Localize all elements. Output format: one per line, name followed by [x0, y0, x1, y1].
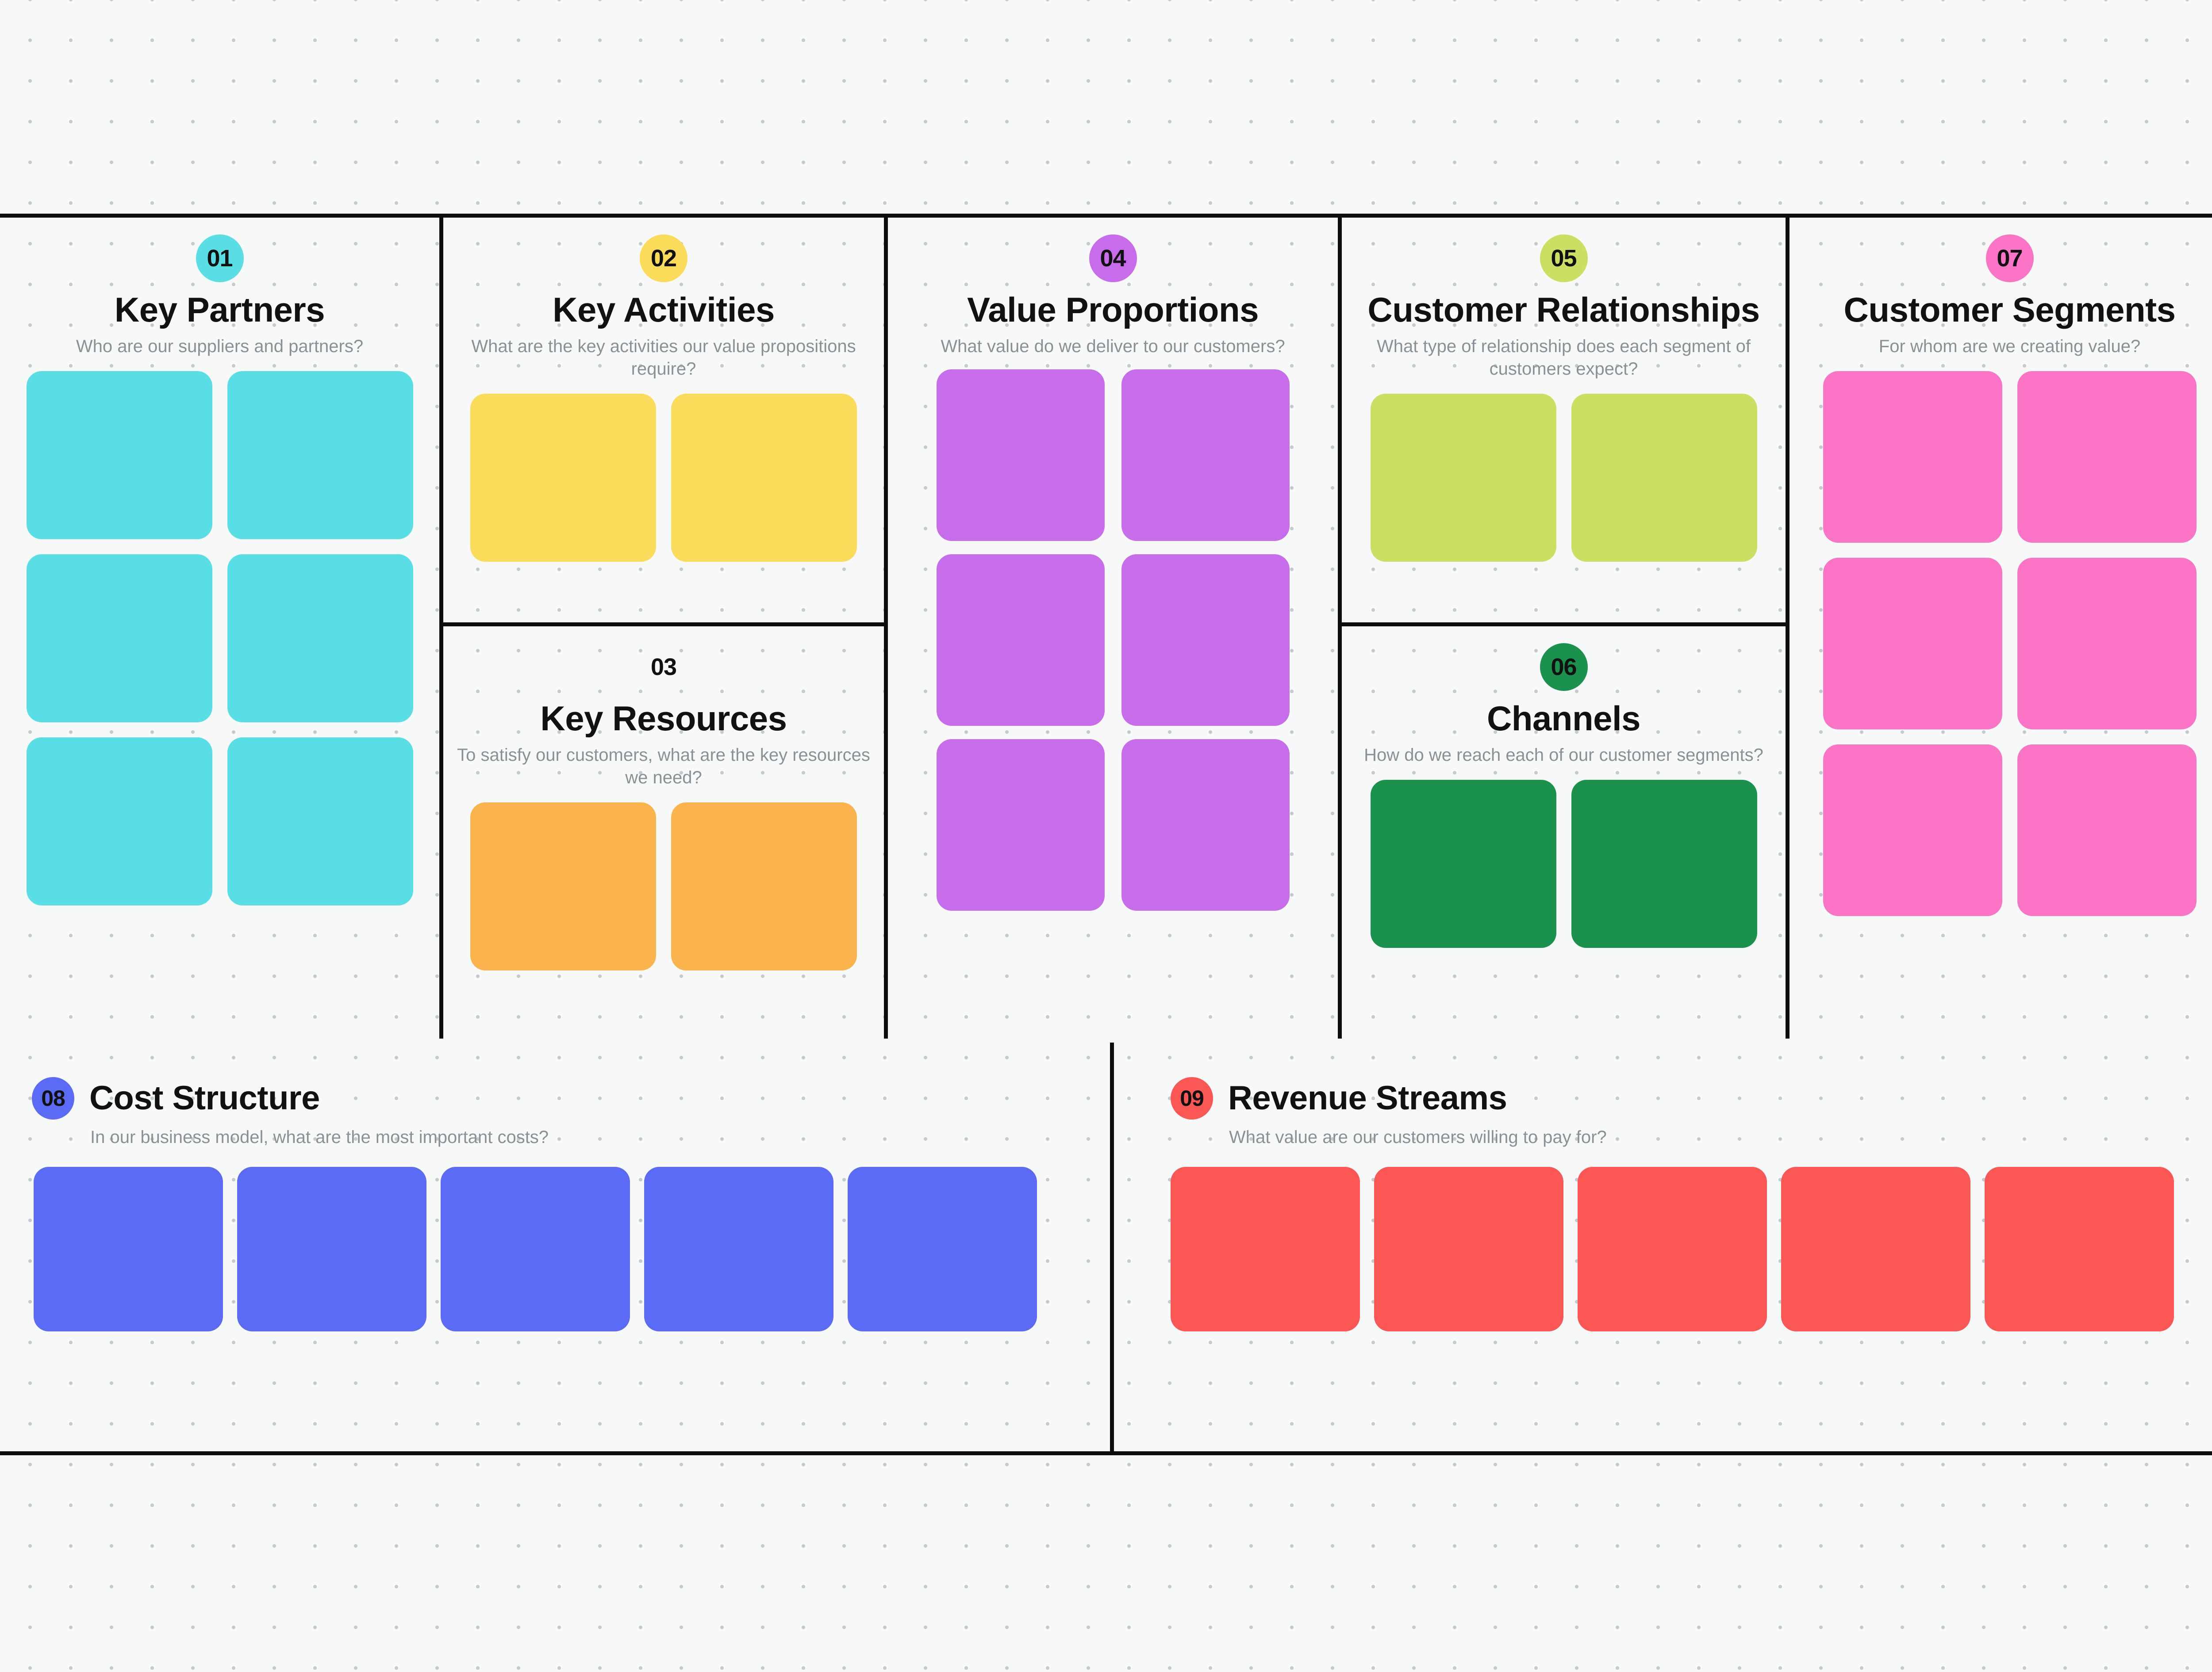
block-number-badge: 08 — [32, 1077, 74, 1120]
block-title: Customer Segments — [1843, 290, 2176, 329]
sticky-note[interactable] — [34, 1167, 223, 1331]
sticky-note-group — [443, 789, 884, 1039]
block-subtitle: How do we reach each of our customer seg… — [1364, 745, 1763, 765]
block-column-relationships-channels: 05 Customer Relationships What type of r… — [1342, 218, 1790, 1039]
sticky-note[interactable] — [644, 1167, 833, 1331]
block-title: Channels — [1486, 699, 1641, 738]
sticky-note[interactable] — [1985, 1167, 2174, 1331]
sticky-note-group — [0, 358, 439, 1039]
block-customer-segments[interactable]: 07 Customer Segments For whom are we cre… — [1790, 218, 2212, 1039]
sticky-note[interactable] — [1823, 371, 2002, 543]
block-number-badge: 05 — [1540, 234, 1588, 282]
sticky-note[interactable] — [1121, 369, 1290, 541]
block-subtitle: For whom are we creating value? — [1878, 336, 2141, 356]
sticky-note[interactable] — [26, 554, 212, 723]
sticky-note[interactable] — [227, 737, 413, 906]
sticky-note[interactable] — [2017, 558, 2197, 730]
block-number-badge: 06 — [1540, 643, 1588, 691]
sticky-note[interactable] — [26, 737, 212, 906]
sticky-note[interactable] — [936, 369, 1105, 541]
block-title: Key Partners — [114, 290, 325, 329]
sticky-note[interactable] — [26, 371, 212, 540]
block-header: 09 Revenue Streams — [1171, 1077, 2212, 1120]
block-key-activities[interactable]: 02 Key Activities What are the key activ… — [443, 218, 884, 626]
sticky-note[interactable] — [1370, 394, 1556, 562]
sticky-note[interactable] — [237, 1167, 426, 1331]
block-header: 08 Cost Structure — [32, 1077, 1110, 1120]
block-subtitle: What are the key activities our value pr… — [471, 336, 856, 379]
block-column-activities-resources: 02 Key Activities What are the key activ… — [443, 218, 888, 1039]
sticky-note-group — [888, 358, 1338, 1039]
sticky-note[interactable] — [1578, 1167, 1767, 1331]
sticky-note[interactable] — [1171, 1167, 1360, 1331]
block-number-badge: 09 — [1171, 1077, 1213, 1120]
sticky-note[interactable] — [1121, 739, 1290, 911]
sticky-note[interactable] — [1370, 780, 1556, 948]
block-header: 03 Key Resources To satisfy our customer… — [443, 626, 884, 789]
sticky-note[interactable] — [1121, 554, 1290, 726]
sticky-note-group — [1342, 380, 1786, 622]
block-subtitle: What value are our customers willing to … — [1229, 1127, 1607, 1147]
block-subtitle: In our business model, what are the most… — [90, 1127, 549, 1147]
sticky-note[interactable] — [671, 802, 857, 971]
block-header: 02 Key Activities What are the key activ… — [443, 218, 884, 380]
sticky-note[interactable] — [2017, 371, 2197, 543]
block-channels[interactable]: 06 Channels How do we reach each of our … — [1342, 626, 1786, 1039]
block-title: Customer Relationships — [1367, 290, 1760, 329]
sticky-note[interactable] — [936, 554, 1105, 726]
sticky-note[interactable] — [470, 394, 656, 562]
sticky-note-group — [1171, 1167, 2212, 1331]
canvas-upper-row: 01 Key Partners Who are our suppliers an… — [0, 218, 2212, 1039]
block-revenue-streams[interactable]: 09 Revenue Streams What value are our cu… — [1114, 1043, 2212, 1455]
block-header: 05 Customer Relationships What type of r… — [1342, 218, 1786, 380]
block-header: 04 Value Proportions What value do we de… — [888, 218, 1338, 358]
sticky-note[interactable] — [2017, 744, 2197, 917]
block-number-badge: 02 — [640, 234, 687, 282]
sticky-note[interactable] — [936, 739, 1105, 911]
block-title: Key Resources — [540, 699, 787, 738]
block-header: 07 Customer Segments For whom are we cre… — [1790, 218, 2212, 358]
canvas-lower-row: 08 Cost Structure In our business model,… — [0, 1043, 2212, 1455]
block-value-proportions[interactable]: 04 Value Proportions What value do we de… — [888, 218, 1342, 1039]
block-key-partners[interactable]: 01 Key Partners Who are our suppliers an… — [0, 218, 443, 1039]
sticky-note[interactable] — [227, 554, 413, 723]
block-number-badge: 01 — [196, 234, 244, 282]
block-header: 06 Channels How do we reach each of our … — [1342, 626, 1786, 767]
block-key-resources[interactable]: 03 Key Resources To satisfy our customer… — [443, 626, 884, 1039]
block-header: 01 Key Partners Who are our suppliers an… — [0, 218, 439, 358]
block-subtitle: To satisfy our customers, what are the k… — [457, 745, 870, 788]
block-title: Revenue Streams — [1228, 1079, 1507, 1117]
block-title: Value Proportions — [967, 290, 1259, 329]
sticky-note-group — [1790, 358, 2212, 1039]
block-subtitle: Who are our suppliers and partners? — [76, 336, 364, 356]
block-title: Key Activities — [553, 290, 775, 329]
sticky-note[interactable] — [1374, 1167, 1563, 1331]
sticky-note[interactable] — [1823, 744, 2002, 917]
sticky-note[interactable] — [470, 802, 656, 971]
block-customer-relationships[interactable]: 05 Customer Relationships What type of r… — [1342, 218, 1786, 626]
block-number-badge: 03 — [650, 654, 677, 680]
block-subtitle: What type of relationship does each segm… — [1377, 336, 1751, 379]
sticky-note[interactable] — [848, 1167, 1037, 1331]
business-model-canvas: 01 Key Partners Who are our suppliers an… — [0, 214, 2212, 1455]
sticky-note-group — [443, 380, 884, 622]
sticky-note[interactable] — [441, 1167, 630, 1331]
block-number-badge: 04 — [1089, 234, 1137, 282]
sticky-note[interactable] — [1823, 558, 2002, 730]
sticky-note[interactable] — [1571, 780, 1757, 948]
sticky-note-group — [34, 1167, 1110, 1331]
block-cost-structure[interactable]: 08 Cost Structure In our business model,… — [0, 1043, 1114, 1455]
sticky-note[interactable] — [1781, 1167, 1970, 1331]
sticky-note-group — [1342, 767, 1786, 1039]
block-subtitle: What value do we deliver to our customer… — [941, 336, 1285, 356]
sticky-note[interactable] — [671, 394, 857, 562]
block-number-badge: 07 — [1985, 234, 2034, 282]
sticky-note[interactable] — [1571, 394, 1757, 562]
sticky-note[interactable] — [227, 371, 413, 540]
block-title: Cost Structure — [89, 1079, 320, 1117]
